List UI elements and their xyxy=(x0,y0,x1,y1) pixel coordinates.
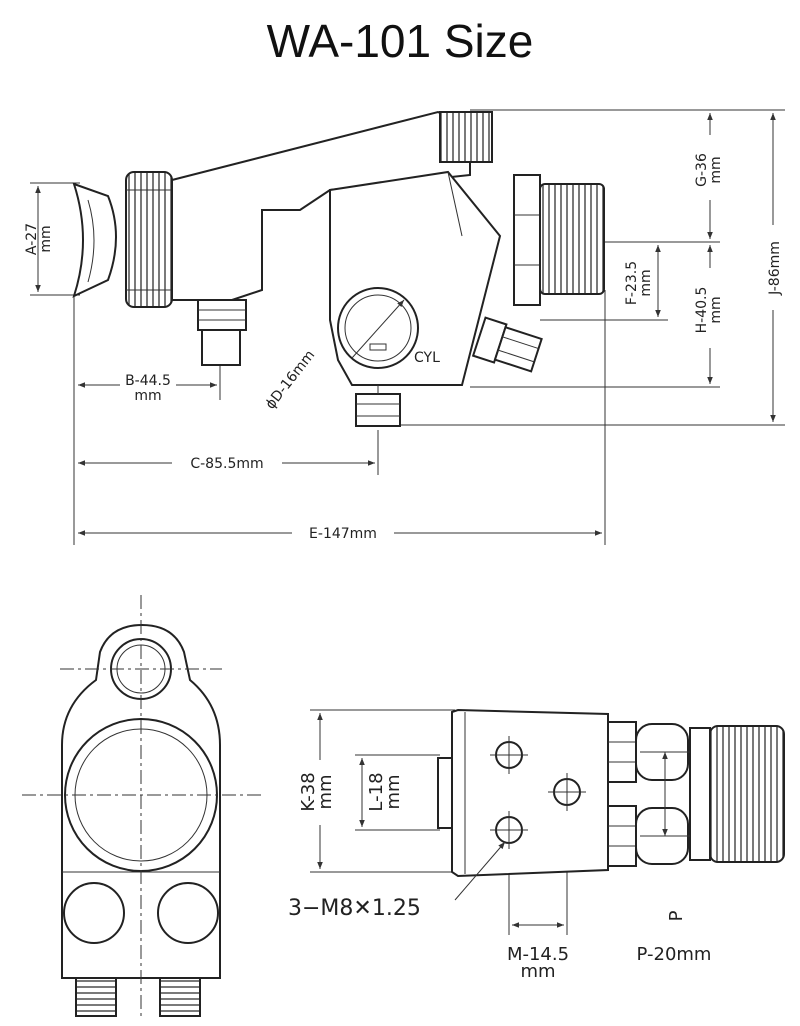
dim-b-unit: mm xyxy=(134,388,161,404)
dim-m-unit: mm xyxy=(520,961,555,982)
dim-c-label: C-85.5mm xyxy=(190,456,263,472)
dim-g-label: G-36 xyxy=(694,153,710,187)
thread-callout: 3−M8✕1.25 xyxy=(288,896,421,921)
dim-m-label: M-14.5 xyxy=(507,944,569,965)
dim-a-unit: mm xyxy=(38,225,54,252)
mount-hole xyxy=(490,811,528,849)
mount-hole xyxy=(548,773,586,811)
dim-l-label: L-18 xyxy=(366,772,387,811)
mount-hole xyxy=(490,736,528,774)
side-view: CYL A-27 mm B-44.5 mm C-85.5mm ϕD-16mm E… xyxy=(24,109,785,545)
cyl-label: CYL xyxy=(414,350,440,366)
top-view: K-38 mm L-18 mm M-14.5 mm P P-20mm 3−M8✕… xyxy=(288,708,785,982)
dim-l-unit: mm xyxy=(383,774,404,809)
dim-h-unit: mm xyxy=(708,296,724,323)
dim-e-label: E-147mm xyxy=(309,526,377,542)
front-view xyxy=(22,595,262,1020)
dim-f-unit: mm xyxy=(638,269,654,296)
dim-k-label: K-38 xyxy=(298,772,319,811)
dim-p-marker: P xyxy=(666,910,687,921)
dim-k-unit: mm xyxy=(315,774,336,809)
dim-g-unit: mm xyxy=(708,156,724,183)
dim-a-label: A-27 xyxy=(24,223,40,255)
dim-p-label: P-20mm xyxy=(637,944,712,965)
dim-j-label: J-86mm xyxy=(767,241,783,296)
dim-h-label: H-40.5 xyxy=(694,287,710,334)
dim-f-label: F-23.5 xyxy=(624,261,640,305)
dim-b-label: B-44.5 xyxy=(125,373,171,389)
dim-d-label: ϕD-16mm xyxy=(263,347,319,412)
page-title: WA-101 Size xyxy=(266,15,534,67)
